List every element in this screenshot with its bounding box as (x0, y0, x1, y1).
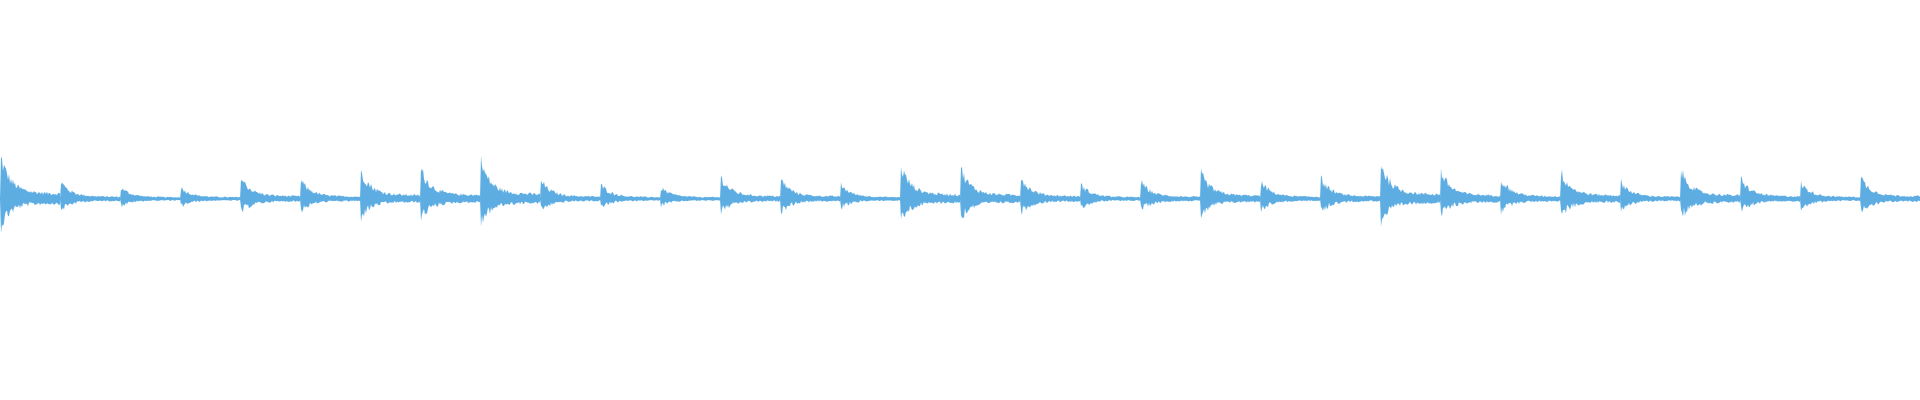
waveform-segment (420, 168, 480, 221)
waveform-segment (300, 179, 360, 213)
waveform-segment (120, 188, 180, 208)
waveform-segment (720, 175, 780, 215)
waveform-segment (1440, 168, 1500, 217)
waveform-segment (1380, 166, 1440, 227)
waveform-segment (540, 180, 600, 210)
waveform-segment (1080, 183, 1140, 208)
waveform-segment (1800, 180, 1860, 211)
waveform-segment (1620, 178, 1680, 212)
waveform-segment (60, 182, 120, 210)
waveform-segment (480, 155, 540, 227)
waveform-segments (0, 155, 1920, 234)
waveform-segment (1680, 169, 1740, 217)
waveform-segment (1560, 169, 1620, 215)
waveform-segment (900, 166, 960, 220)
waveform-segment (960, 167, 1020, 218)
waveform-segment (1260, 181, 1320, 213)
waveform-segment (1140, 180, 1200, 210)
waveform-segment (660, 187, 720, 208)
waveform-segment (600, 184, 660, 207)
waveform-segment (1500, 181, 1560, 215)
waveform-segment (0, 156, 60, 234)
waveform-segment (360, 169, 420, 222)
waveform-segment (1020, 179, 1080, 216)
waveform-segment (1200, 168, 1260, 219)
waveform-segment (840, 182, 900, 210)
waveform-segment (1320, 175, 1380, 211)
waveform-segment (1860, 176, 1920, 213)
waveform-segment (1740, 175, 1800, 212)
waveform-segment (780, 179, 840, 214)
waveform-segment (240, 179, 300, 213)
waveform-segment (180, 187, 240, 207)
